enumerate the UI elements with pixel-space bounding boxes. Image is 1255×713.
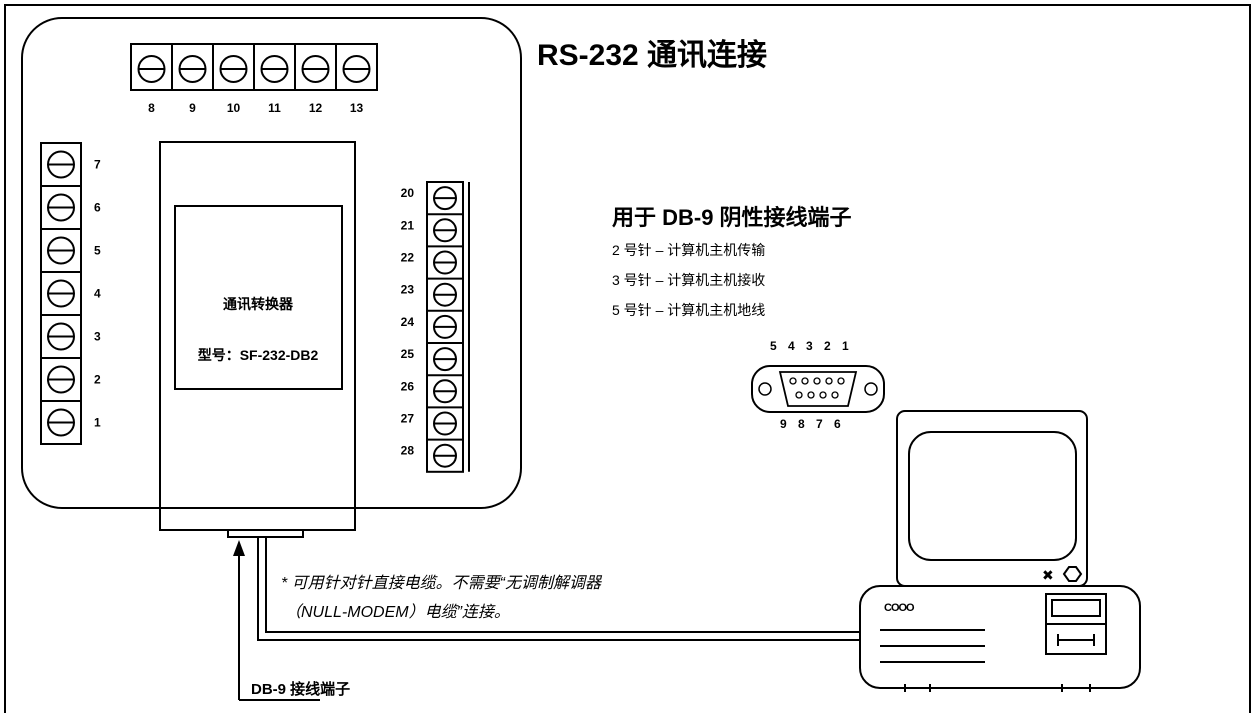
diagram-frame	[4, 4, 1251, 713]
right-terminal-block: 20 21 22 23 24 25 26 27 28	[401, 181, 470, 473]
terminal-label-9: 9	[189, 101, 196, 115]
terminal-label-28: 28	[401, 444, 415, 458]
terminal-label-20: 20	[401, 186, 415, 200]
computer-label: COOO	[884, 602, 915, 614]
pinout-line-2: 3 号针 – 计算机主机接收	[612, 272, 765, 288]
converter-name: 通讯转换器	[223, 296, 294, 312]
terminal-label-7: 7	[94, 158, 101, 172]
db9-arrow-head	[233, 540, 245, 556]
terminal-label-21: 21	[401, 218, 415, 232]
pinout-line-1: 2 号针 – 计算机主机传输	[612, 242, 765, 258]
converter-model: 型号：SF-232-DB2	[198, 347, 319, 363]
terminal-label-22: 22	[401, 251, 415, 265]
terminal-label-11: 11	[268, 101, 281, 115]
computer-icon	[859, 410, 1141, 692]
db9-top-pin-labels: 5 4 3 2 1	[770, 339, 853, 353]
page-title: RS-232 通讯连接	[537, 39, 767, 72]
terminal-label-23: 23	[401, 283, 415, 297]
top-terminal-block: 8 9 10 11 12 13	[130, 43, 378, 115]
terminal-label-25: 25	[401, 347, 415, 361]
terminal-label-1: 1	[94, 416, 101, 430]
pinout-line-3: 5 号针 – 计算机主机地线	[612, 302, 765, 318]
db9-connector-icon	[751, 365, 885, 413]
terminal-label-26: 26	[401, 379, 415, 393]
terminal-label-13: 13	[350, 101, 364, 115]
cable-inner	[265, 537, 870, 633]
left-terminal-block: 7 6 5 4 3 2 1	[40, 142, 101, 445]
terminal-label-12: 12	[309, 101, 323, 115]
terminal-label-27: 27	[401, 412, 415, 426]
terminal-label-4: 4	[94, 287, 101, 301]
note-line-2: （NULL-MODEM）电缆”连接。	[285, 603, 510, 621]
terminal-label-24: 24	[401, 315, 415, 329]
terminal-label-3: 3	[94, 330, 101, 344]
converter-label-panel	[174, 205, 343, 390]
terminal-label-5: 5	[94, 244, 101, 258]
terminal-label-10: 10	[227, 101, 241, 115]
pinout-heading: 用于 DB-9 阴性接线端子	[612, 205, 852, 230]
db9-bottom-pin-labels: 9 8 7 6	[780, 417, 845, 431]
terminal-label-2: 2	[94, 373, 101, 387]
db9-plug	[227, 529, 304, 538]
cable-outer	[257, 537, 870, 641]
monitor-x-mark: ✖	[1042, 567, 1054, 583]
terminal-label-6: 6	[94, 201, 101, 215]
terminal-label-8: 8	[148, 101, 155, 115]
note-line-1: * 可用针对针直接电缆。不需要“无调制解调器	[281, 574, 603, 592]
db9-label: DB-9 接线端子	[251, 680, 350, 698]
